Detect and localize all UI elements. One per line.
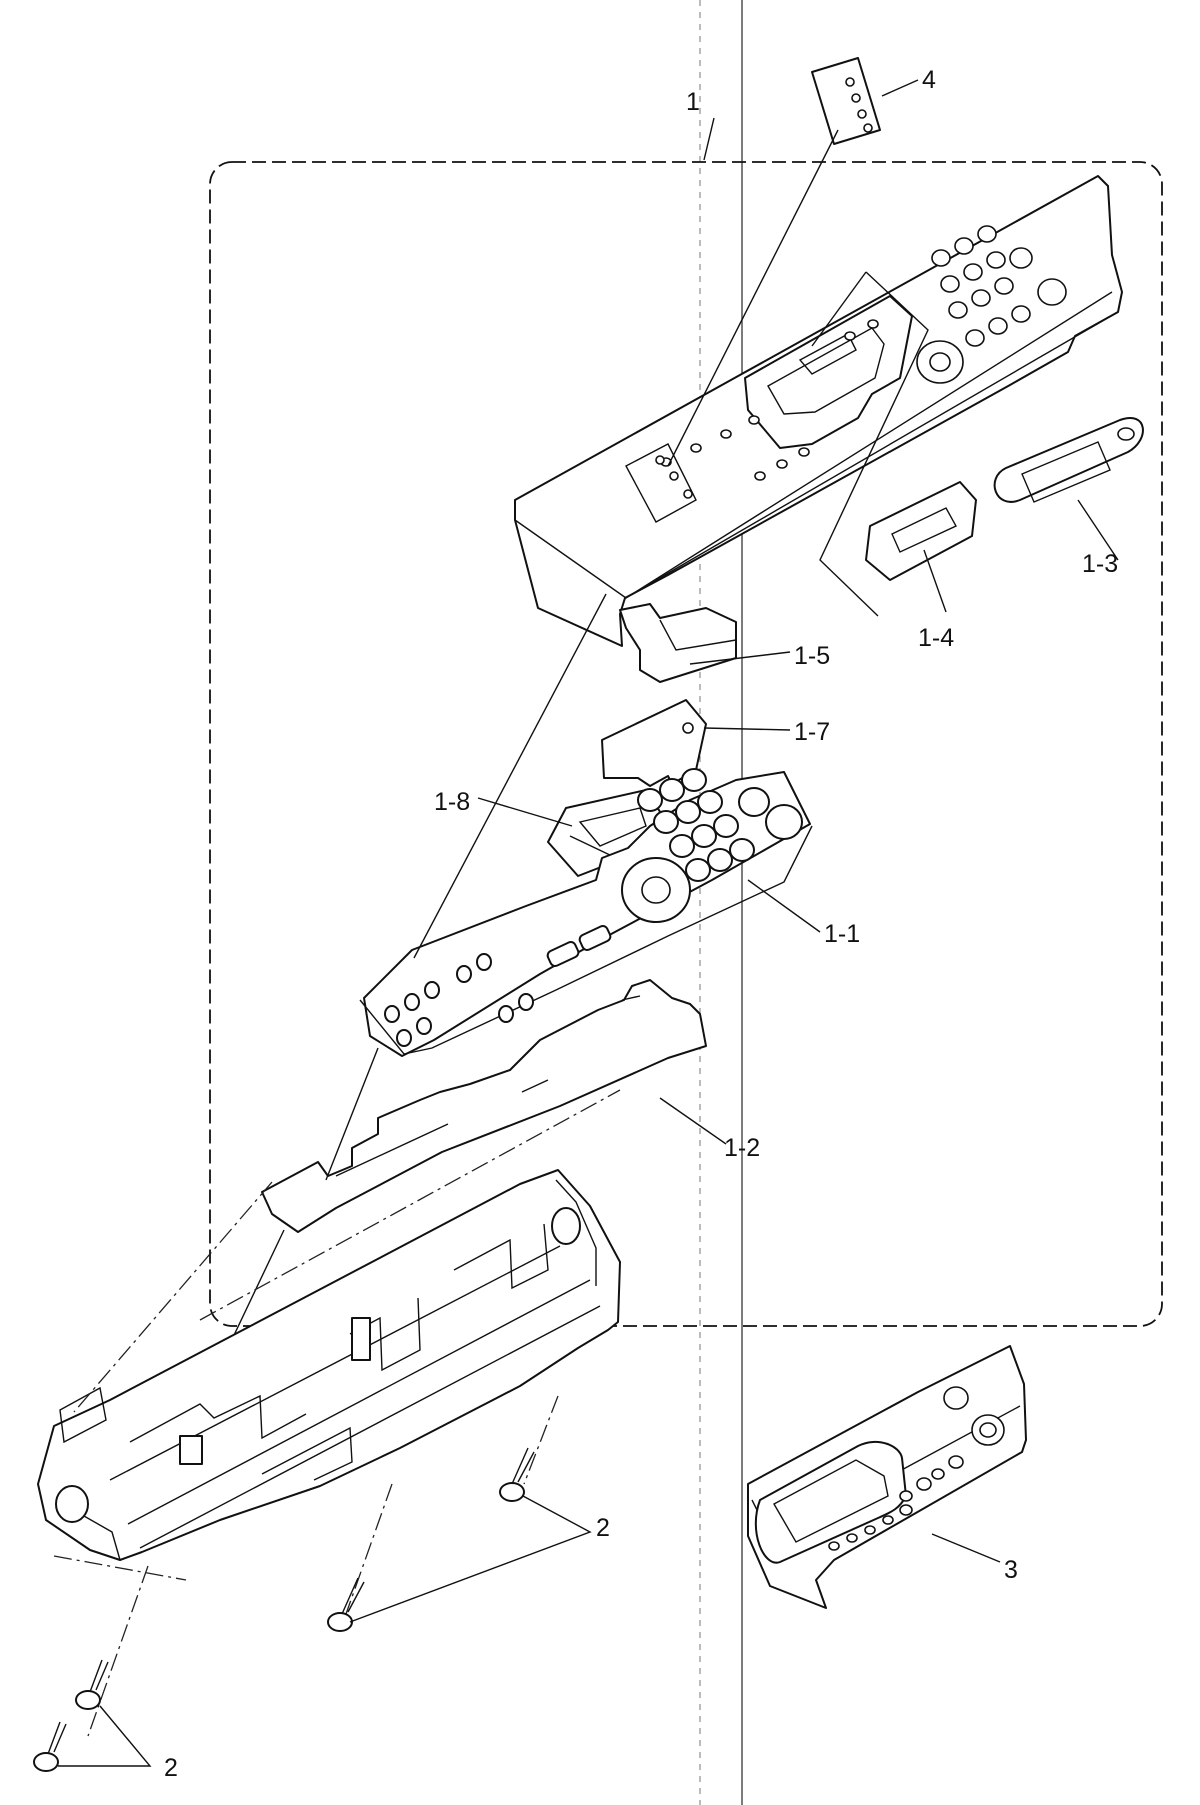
callout-1-4: 1-4 [918,624,954,652]
flex-cable-part [619,603,737,683]
lcd-window-part [993,417,1144,503]
centerline-1 [73,1181,273,1413]
centerline-5 [345,1483,393,1615]
screw-4 [33,1721,67,1772]
keypad-function-keys [384,925,612,1047]
leader-1 [703,117,715,161]
leader-panel-to-pcb [413,593,607,959]
overlay-part [747,1345,1027,1609]
label-sheet-part [811,57,881,145]
leader-2-screws-a [349,1495,592,1623]
lcd-cover-part [865,481,977,581]
assembly-boundary [209,161,1163,1327]
callout-1-5: 1-5 [794,642,830,670]
panel-function-buttons [660,319,879,481]
leader-2-screws-b [58,1705,152,1767]
screw-2 [327,1577,365,1632]
screw-3 [75,1659,109,1710]
centerline-6 [523,1395,559,1485]
chassis-boss-1 [179,1435,203,1465]
leader-1-4 [923,549,947,613]
bracket-leader [811,271,867,347]
leader-1-3 [1077,499,1119,561]
centerline-2 [199,1089,621,1321]
callout-2-a: 2 [596,1514,610,1542]
callout-1: 1 [686,88,700,116]
label-recess-dots [655,455,693,499]
chassis-boss-2 [351,1317,371,1361]
chassis-base-part [37,1169,621,1561]
label-recess [625,443,697,523]
keypad-buttons [637,768,803,882]
callout-3: 3 [1004,1556,1018,1584]
keypad-pcb-part [359,768,813,1057]
leader-pcb-to-plate [325,1047,379,1181]
centerline-3 [87,1565,149,1737]
leader-4-to-panel [667,129,839,467]
leader-4 [881,79,919,97]
callout-1-8: 1-8 [434,788,470,816]
leader-1-5 [689,651,791,665]
control-panel-cover [514,175,1123,647]
panel-number-keys [931,225,1067,347]
callout-1-1: 1-1 [824,920,860,948]
screw-1 [499,1447,535,1502]
centerline-4 [53,1555,187,1581]
panel-display-opening [744,295,964,449]
shield-plate-part [261,979,707,1233]
leader-1-2 [659,1097,727,1145]
bracket-outline [819,271,929,617]
chassis-boss-3 [55,1485,89,1523]
callout-1-2: 1-2 [724,1134,760,1162]
chassis-boss-4 [551,1207,581,1245]
leader-1-7 [703,727,791,731]
keypad-nav-dial [621,857,691,923]
callout-1-7: 1-7 [794,718,830,746]
leader-1-1 [747,879,821,933]
callout-4: 4 [922,66,936,94]
callout-1-3: 1-3 [1082,550,1118,578]
leader-3 [931,1533,1001,1563]
callout-2-b: 2 [164,1754,178,1782]
leader-1-8 [477,797,573,827]
